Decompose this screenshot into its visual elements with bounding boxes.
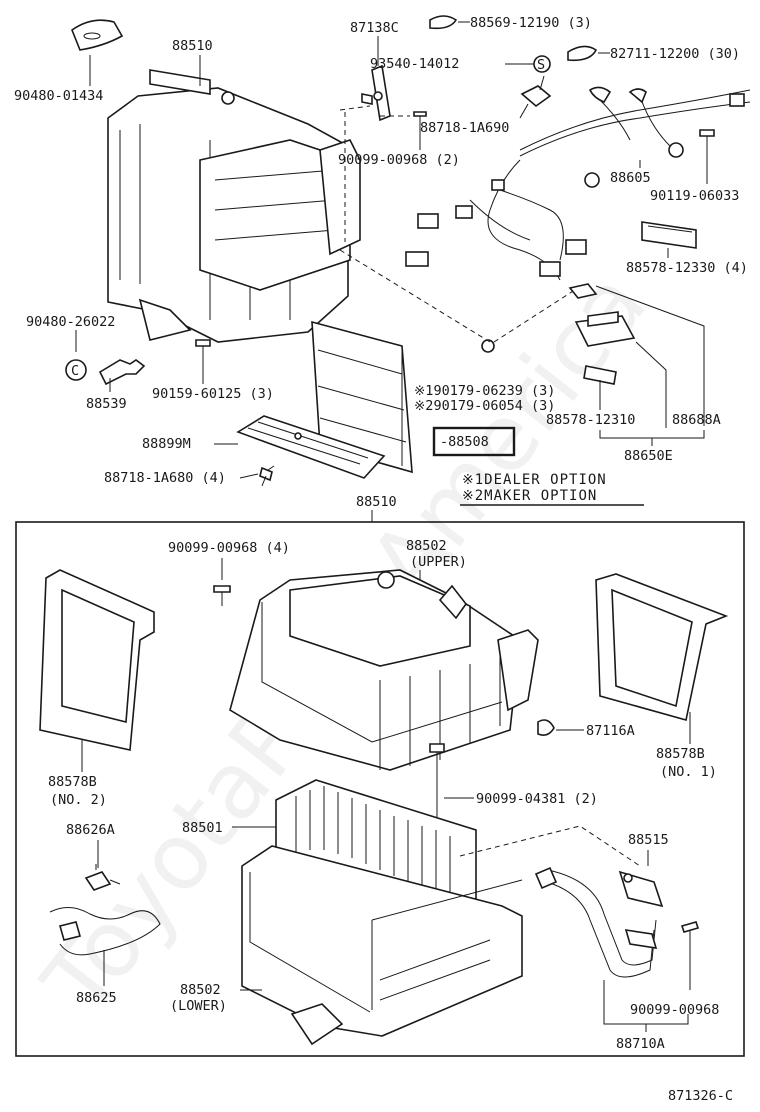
screw-90159-60125[interactable] <box>195 339 211 366</box>
frame-88578b-no2[interactable] <box>39 569 155 751</box>
label-88502-upper-sub: (UPPER) <box>410 554 467 570</box>
label-88569: 88569-12190 (3) <box>470 15 592 31</box>
label-90480-01434: 90480-01434 <box>14 88 103 104</box>
nut-near-filter[interactable] <box>481 339 495 353</box>
amplifier-88688a[interactable] <box>568 283 636 347</box>
case-lower-88502[interactable] <box>241 845 523 1046</box>
label-290179: ※290179-06054 (3) <box>414 398 555 414</box>
label-88688a: 88688A <box>672 412 721 428</box>
label-88502-lower: 88502 <box>180 982 221 998</box>
grommet-90480-26022[interactable]: C <box>65 359 87 381</box>
clip-87116a[interactable] <box>537 719 555 736</box>
clip-88718-1a680[interactable] <box>259 465 275 487</box>
harness-88625[interactable] <box>49 907 161 956</box>
label-190179: ※190179-06239 (3) <box>414 383 555 399</box>
label-88718-1a690: 88718-1A690 <box>420 120 509 136</box>
label-88650e: 88650E <box>624 448 673 464</box>
note-dealer-option: ※1DEALER OPTION <box>462 472 607 488</box>
label-88605: 88605 <box>610 170 651 186</box>
tube-88710a[interactable] <box>534 866 658 978</box>
screw-90099-00968[interactable] <box>680 921 700 990</box>
svg-text:C: C <box>71 363 79 379</box>
sensor-88718-1a690[interactable] <box>520 75 552 108</box>
screw-90099-00968-x2[interactable] <box>413 111 427 132</box>
label-87116a: 87116A <box>586 723 635 739</box>
label-87138c: 87138C <box>350 20 399 36</box>
label-88626a: 88626A <box>66 822 115 838</box>
label-90099-00968-2: 90099-00968 (2) <box>338 152 460 168</box>
label-88578b-no2: 88578B <box>48 774 97 790</box>
hose-88539[interactable] <box>98 359 146 386</box>
label-88578b-no1: 88578B <box>656 746 705 762</box>
label-88578-12310: 88578-12310 <box>546 412 635 428</box>
pad-88578-12310[interactable] <box>583 365 617 385</box>
label-88539: 88539 <box>86 396 127 412</box>
label-90159-60125: 90159-60125 (3) <box>152 386 274 402</box>
bolt-90099-04381[interactable] <box>429 743 445 822</box>
clamp-82711[interactable] <box>567 45 598 62</box>
label-90099-04381: 90099-04381 (2) <box>476 791 598 807</box>
grommet-90480-01434[interactable] <box>71 19 124 51</box>
label-90480-26022: 90480-26022 <box>26 314 115 330</box>
air-filter-88508[interactable] <box>311 320 413 474</box>
bolt-90119-06033[interactable] <box>699 129 715 156</box>
label-88502-lower-sub: (LOWER) <box>170 998 227 1014</box>
label-88578b-no2-sub: (NO. 2) <box>50 792 107 808</box>
diagram-code: 871326-C <box>668 1088 733 1104</box>
label-88502-upper: 88502 <box>406 538 447 554</box>
label-93540-14012: 93540-14012 <box>370 56 459 72</box>
label-88510-top: 88510 <box>172 38 213 54</box>
bracket-87138c[interactable] <box>361 64 391 122</box>
label-88501: 88501 <box>182 820 223 836</box>
label-90119-06033: 90119-06033 <box>650 188 739 204</box>
frame-88578b-no1[interactable] <box>595 573 729 722</box>
cooling-unit-88510[interactable] <box>107 69 361 343</box>
label-88710a: 88710A <box>616 1036 665 1052</box>
case-upper-88502[interactable] <box>229 569 539 771</box>
pad-88578-12330[interactable] <box>641 221 697 249</box>
clamp-88569[interactable] <box>429 15 458 30</box>
label-90099-00968: 90099-00968 <box>630 1002 719 1018</box>
note-maker-option: ※2MAKER OPTION <box>462 488 597 504</box>
filter-tray-88899m[interactable] <box>236 415 386 479</box>
label-90099-00968-4: 90099-00968 (4) <box>168 540 290 556</box>
screw-90099-00968-x4[interactable] <box>213 585 231 606</box>
svg-text:S: S <box>537 57 545 73</box>
label-88718-1a680: 88718-1A680 (4) <box>104 470 226 486</box>
label-88578b-no1-sub: (NO. 1) <box>660 764 717 780</box>
label-88510-box: 88510 <box>356 494 397 510</box>
label-88625: 88625 <box>76 990 117 1006</box>
label-88899m: 88899M <box>142 436 191 452</box>
expansion-valve-88515[interactable] <box>618 870 664 908</box>
exploded-view-frame <box>15 521 745 1057</box>
label-88515: 88515 <box>628 832 669 848</box>
thermistor-88626a[interactable] <box>84 864 121 891</box>
label-88508: -88508 <box>440 434 489 450</box>
label-88578-12330: 88578-12330 (4) <box>626 260 748 276</box>
label-82711: 82711-12200 (30) <box>610 46 740 62</box>
wire-harness-88605[interactable] <box>405 86 751 281</box>
nut-93540-14012[interactable]: S <box>533 55 551 73</box>
highlight-box-88508 <box>432 426 516 457</box>
